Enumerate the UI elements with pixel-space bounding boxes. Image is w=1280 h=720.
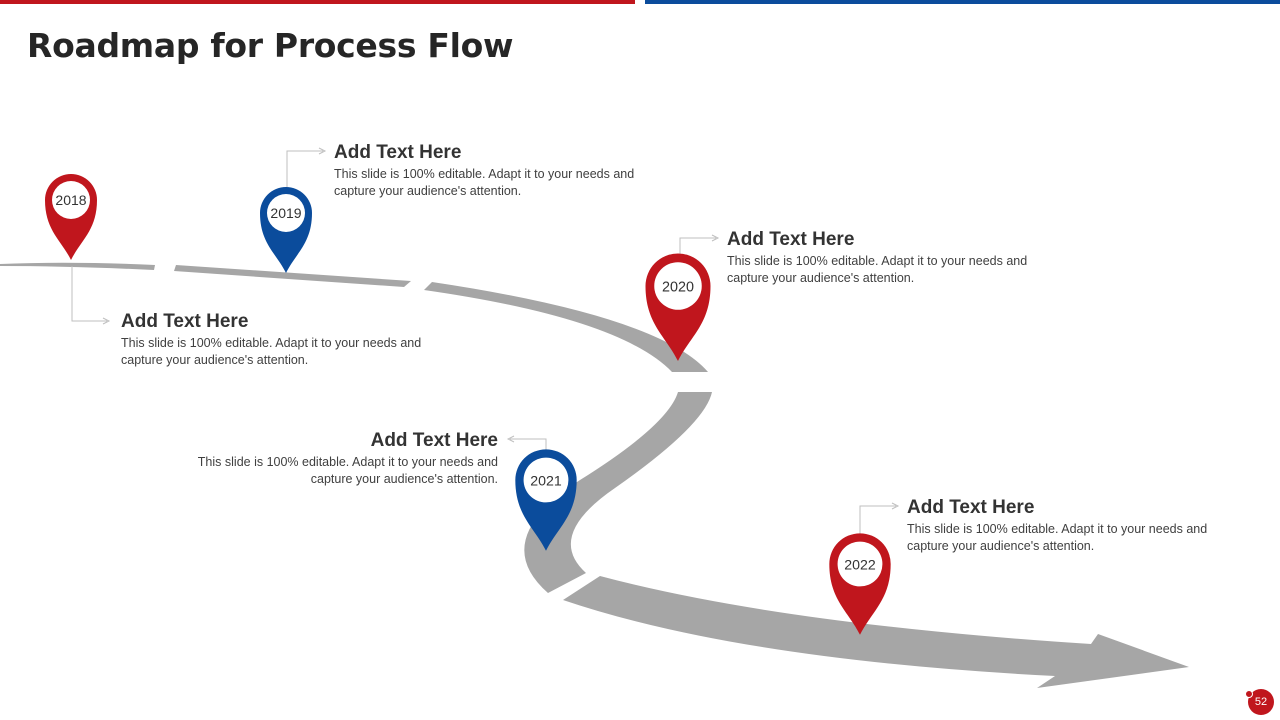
pin-inner-circle-2022 [837, 541, 883, 587]
milestone-body: This slide is 100% editable. Adapt it to… [121, 335, 451, 368]
milestone-body: This slide is 100% editable. Adapt it to… [727, 253, 1057, 286]
milestone-heading: Add Text Here [121, 311, 249, 332]
milestone-year-2018: 2018 [55, 192, 86, 208]
milestone-body-line: capture your audience's attention. [907, 538, 1095, 553]
connector-2019 [286, 150, 323, 187]
milestone-body-line: This slide is 100% editable. Adapt it to… [197, 455, 498, 469]
connector-2020 [679, 237, 716, 254]
milestone-body-line: capture your audience's attention. [727, 270, 915, 285]
milestone-body-line: capture your audience's attention. [334, 183, 522, 198]
milestone-body-line: capture your audience's attention. [310, 471, 498, 486]
milestone-body-line: This slide is 100% editable. Adapt it to… [121, 336, 422, 350]
road [0, 262, 1189, 688]
top-accent-bar-blue [645, 0, 1280, 4]
page-title: Roadmap for Process Flow [27, 26, 514, 65]
milestone-text-2020: Add Text Here This slide is 100% editabl… [727, 229, 1057, 286]
pin-inner-circle-2020 [654, 262, 702, 310]
milestone-body-line: This slide is 100% editable. Adapt it to… [727, 254, 1028, 268]
pin-inner-circle-2021 [523, 457, 569, 503]
connector-arrowhead-2021 [506, 435, 515, 443]
milestone-text-2022: Add Text Here This slide is 100% editabl… [907, 497, 1237, 554]
map-pin-icon: 2018 [45, 174, 97, 260]
milestone-body-line: This slide is 100% editable. Adapt it to… [907, 522, 1208, 536]
road-segment-3 [424, 282, 708, 372]
top-accent-bar-red [0, 0, 635, 4]
milestone-heading: Add Text Here [727, 229, 855, 250]
milestone-year-2020: 2020 [662, 280, 694, 296]
milestone-body: This slide is 100% editable. Adapt it to… [334, 166, 664, 199]
milestone-text-2018: Add Text Here This slide is 100% editabl… [121, 311, 451, 368]
road-segment-5-arrow [563, 576, 1189, 688]
map-pin-icon: 2020 [645, 253, 711, 361]
connector-2022 [859, 505, 896, 534]
milestone-heading: Add Text Here [370, 430, 498, 451]
page-badge-dot [1245, 690, 1253, 698]
milestone-year-2022: 2022 [844, 557, 876, 573]
pin-inner-circle-2018 [52, 181, 90, 219]
road-segment-4 [524, 392, 712, 593]
milestone-text-2019: Add Text Here This slide is 100% editabl… [334, 142, 664, 199]
road-segment-1 [0, 262, 155, 270]
connector-arrowhead-2020 [711, 234, 720, 242]
connector-2021 [510, 438, 547, 451]
pin-inner-circle-2019 [267, 194, 305, 232]
map-pin-icon: 2019 [260, 187, 312, 273]
milestone-body-line: capture your audience's attention. [121, 352, 309, 367]
connector-arrowhead-2018 [102, 317, 111, 325]
milestone-body-line: This slide is 100% editable. Adapt it to… [334, 167, 635, 181]
milestone-body: This slide is 100% editable. Adapt it to… [907, 521, 1237, 554]
milestone-text-2021: Add Text Here This slide is 100% editabl… [168, 430, 498, 487]
milestone-body: This slide is 100% editable. Adapt it to… [168, 454, 498, 487]
connectors [71, 147, 900, 534]
road-segment-2 [174, 265, 411, 287]
milestone-year-2019: 2019 [270, 205, 301, 221]
milestone-heading: Add Text Here [334, 142, 462, 163]
milestone-year-2021: 2021 [530, 473, 562, 489]
map-pin-icon: 2021 [515, 449, 577, 551]
connector-2018 [71, 266, 107, 322]
connector-arrowhead-2022 [891, 502, 900, 510]
map-pin-icon: 2022 [829, 533, 891, 635]
connector-arrowhead-2019 [318, 147, 327, 155]
milestone-heading: Add Text Here [907, 497, 1035, 518]
